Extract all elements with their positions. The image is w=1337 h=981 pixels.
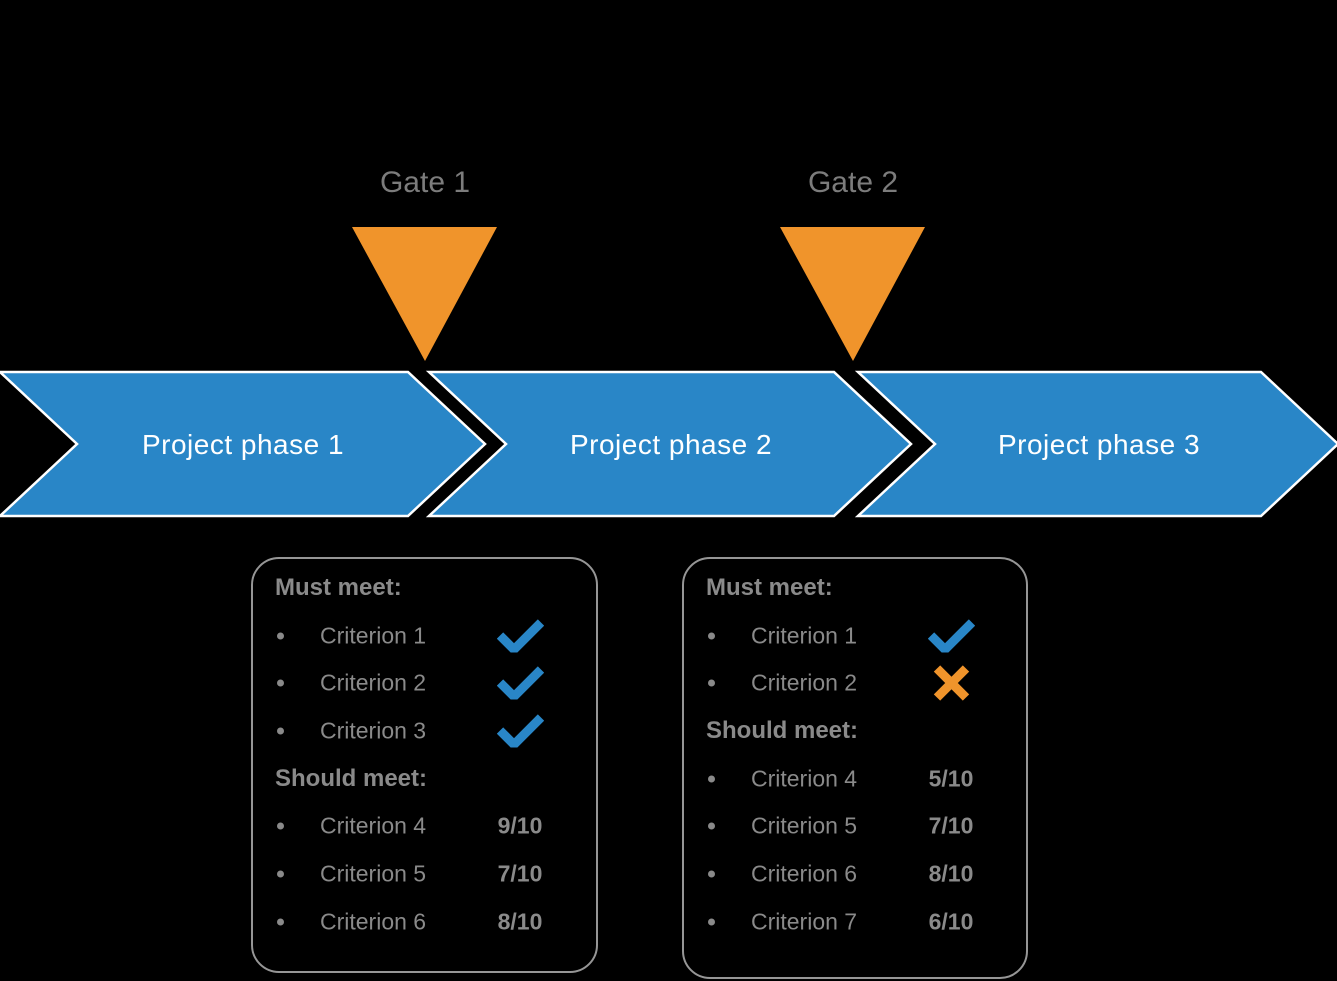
criterion-row: Criterion 2 (684, 659, 1026, 707)
criterion-label: Criterion 4 (751, 765, 858, 792)
check-icon (496, 619, 544, 653)
criterion-score: 6/10 (928, 908, 974, 935)
criteria-section-heading: Must meet: (706, 573, 833, 601)
criteria-heading-row: Must meet: (684, 564, 1026, 612)
criteria-heading-row: Should meet: (253, 755, 596, 803)
bullet-icon (708, 822, 715, 830)
bullet-icon (708, 679, 715, 687)
phase3-label: Project phase 3 (997, 429, 1201, 460)
criterion-score: 9/10 (497, 812, 543, 839)
gate2-triangle-down-icon (780, 227, 925, 361)
criterion-score: 5/10 (928, 765, 974, 792)
criteria-heading-row: Should meet: (684, 707, 1026, 755)
bullet-icon (277, 822, 284, 830)
criterion-label: Criterion 1 (320, 622, 427, 649)
bullet-icon (708, 918, 715, 926)
criterion-label: Criterion 1 (751, 622, 858, 649)
gate2-label: Gate 2 (807, 166, 899, 199)
phase-arrow-3 (854, 370, 1337, 518)
criterion-row: Criterion 6 8/10 (684, 850, 1026, 898)
bullet-icon (277, 918, 284, 926)
check-icon (496, 714, 544, 748)
bullet-icon (277, 632, 284, 640)
phase1-label: Project phase 1 (141, 429, 345, 460)
bullet-icon (708, 775, 715, 783)
criterion-row: Criterion 5 7/10 (253, 850, 596, 898)
phase-arrow-2 (425, 370, 913, 518)
criteria-heading-row: Must meet: (253, 564, 596, 612)
criterion-row: Criterion 3 (253, 707, 596, 755)
gate2-criteria-box: Must meet: Criterion 1 Criterion 2 Should m… (682, 557, 1028, 979)
criterion-label: Criterion 4 (320, 812, 427, 839)
criterion-label: Criterion 2 (751, 669, 858, 696)
criterion-row: Criterion 4 9/10 (253, 802, 596, 850)
phase-arrow-1 (0, 370, 487, 518)
criterion-row: Criterion 4 5/10 (684, 755, 1026, 803)
criterion-label: Criterion 7 (751, 908, 858, 935)
criterion-label: Criterion 6 (320, 908, 427, 935)
gate1-label: Gate 1 (379, 166, 471, 199)
criterion-score: 8/10 (928, 860, 974, 887)
cross-icon (927, 665, 975, 702)
criterion-row: Criterion 1 (253, 612, 596, 660)
criterion-label: Criterion 5 (751, 812, 858, 839)
criterion-row: Criterion 2 (253, 659, 596, 707)
criteria-section-heading: Must meet: (275, 573, 402, 601)
criterion-score: 7/10 (497, 860, 543, 887)
criterion-row: Criterion 6 8/10 (253, 898, 596, 946)
bullet-icon (708, 870, 715, 878)
criterion-score: 8/10 (497, 908, 543, 935)
criterion-row: Criterion 7 6/10 (684, 898, 1026, 946)
criterion-row: Criterion 5 7/10 (684, 802, 1026, 850)
check-icon (927, 619, 975, 653)
bullet-icon (277, 727, 284, 735)
bullet-icon (277, 870, 284, 878)
criteria-section-heading: Should meet: (706, 716, 859, 744)
criterion-label: Criterion 5 (320, 860, 427, 887)
gate1-criteria-box: Must meet: Criterion 1 Criterion 2 Criterio… (251, 557, 598, 973)
criterion-score: 7/10 (928, 812, 974, 839)
phase2-label: Project phase 2 (569, 429, 773, 460)
criteria-section-heading: Should meet: (275, 764, 428, 792)
criterion-label: Criterion 6 (751, 860, 858, 887)
bullet-icon (708, 632, 715, 640)
criterion-row: Criterion 1 (684, 612, 1026, 660)
check-icon (496, 666, 544, 700)
gate1-triangle-down-icon (352, 227, 497, 361)
bullet-icon (277, 679, 284, 687)
criterion-label: Criterion 3 (320, 717, 427, 744)
criterion-label: Criterion 2 (320, 669, 427, 696)
